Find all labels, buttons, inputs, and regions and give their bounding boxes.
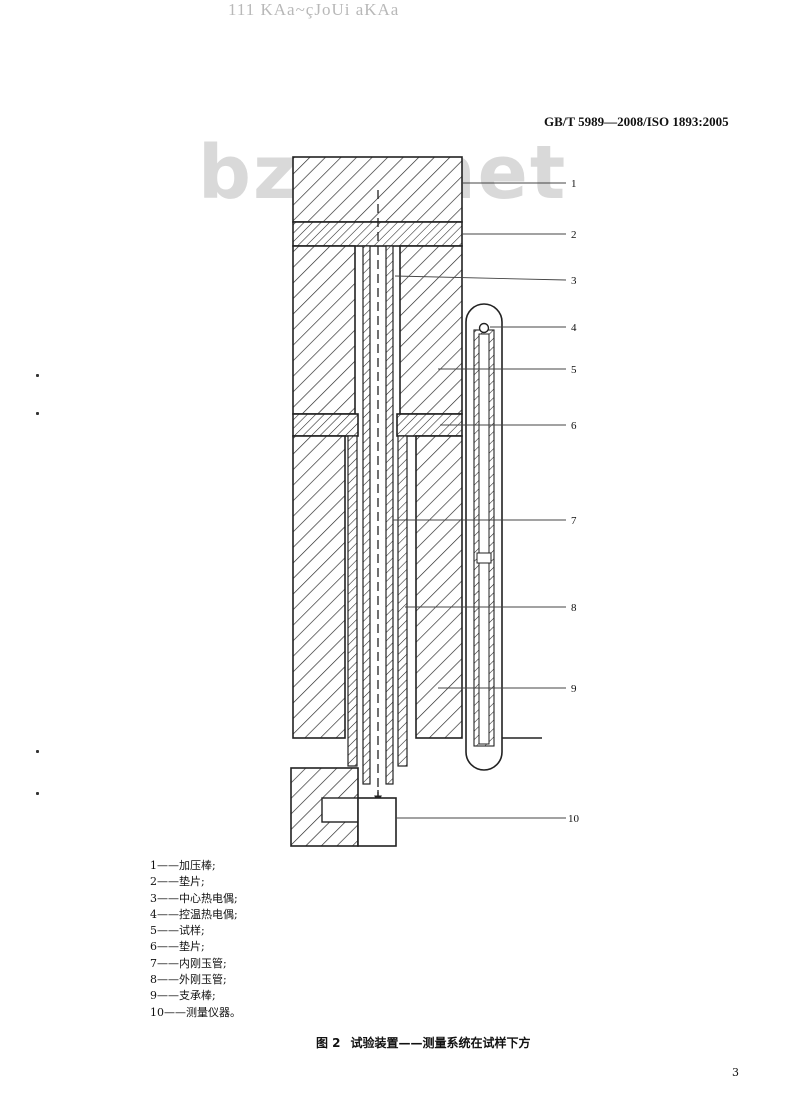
specimen-right [399,245,463,415]
legend-item: 3——中心热电偶; [150,891,238,905]
control-thermocouple-junction [478,322,490,334]
support-rod-left [292,435,346,739]
callout-2: 2 [571,229,577,241]
scan-speck [36,750,39,753]
callout-3: 3 [571,275,577,287]
callout-7: 7 [571,515,577,527]
scan-speck [36,374,39,377]
apparatus-diagram: 1 2 3 4 5 6 7 8 9 10 [290,156,580,847]
outer-tube-right [397,435,408,767]
legend-item: 8——外刚玉管; [150,973,227,987]
measuring-instrument [357,797,397,847]
inner-tube-left [362,245,371,785]
callout-6: 6 [571,420,577,432]
callout-4: 4 [571,322,577,334]
legend-item: 1——加压棒; [150,859,216,872]
outer-tube-left [347,435,358,767]
legend-item: 9——支承棒; [150,989,216,1003]
callout-9: 9 [571,683,577,695]
callout-10: 10 [568,813,580,825]
page-number: 3 [732,1066,739,1079]
scan-artifact-text: 111 KAa~çJoUi aKAa [228,0,400,19]
instrument-inner [321,797,359,823]
figure-caption: 图 2 试验装置——测量系统在试样下方 [316,1034,531,1051]
scan-speck [36,412,39,415]
legend-item: 7——内刚玉管; [150,956,227,970]
support-rod-right [415,435,463,739]
spacer-middle-left [292,413,359,437]
scan-speck [36,792,39,795]
legend-item: 5——试样; [150,924,205,938]
specimen-left [292,245,356,415]
legend-item: 6——垫片; [150,940,205,954]
inner-tube-right [385,245,394,785]
legend-item: 4——控温热电偶; [150,907,238,921]
callout-5: 5 [571,364,577,376]
legend-item: 10——测量仪器。 [150,1005,241,1019]
callout-1: 1 [571,178,577,190]
callout-8: 8 [571,602,577,614]
standard-code: GB/T 5989—2008/ISO 1893:2005 [544,114,729,129]
figure-legend: 1——加压棒; 2——垫片; 3——中心热电偶; 4——控温热电偶; 5——试样… [150,858,241,1021]
legend-item: 2——垫片; [150,875,205,889]
figure-number: 图 2 [316,1036,341,1050]
figure-title: 试验装置——测量系统在试样下方 [350,1036,531,1050]
